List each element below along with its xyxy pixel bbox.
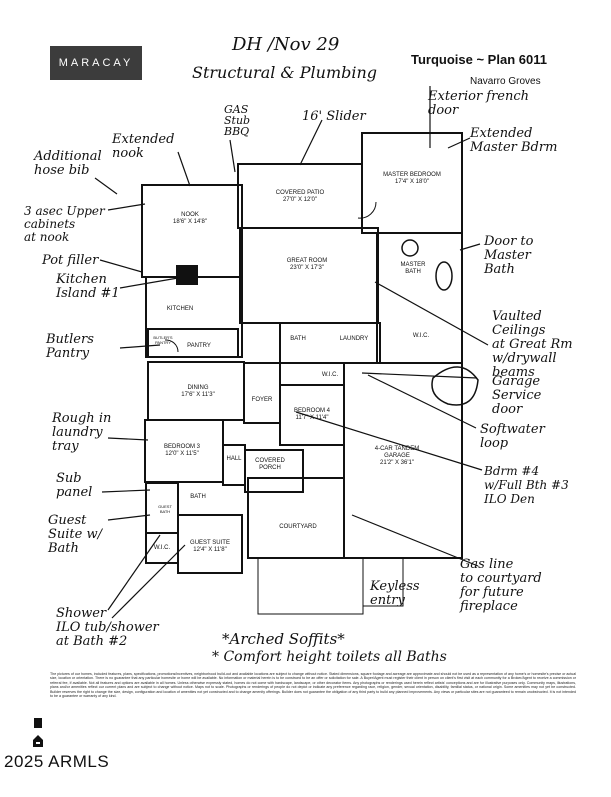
room-butlers-pantry: BUTLER'S PANTRY bbox=[153, 335, 173, 345]
room-courtyard: COURTYARD bbox=[279, 524, 317, 530]
room-great-room: GREAT ROOM 23'0" X 17'3" bbox=[286, 258, 328, 271]
room-guest-suite: GUEST SUITE 12'4" X 11'8" bbox=[190, 540, 230, 553]
room-pantry: PANTRY bbox=[187, 343, 211, 349]
maracay-logo: MARACAY bbox=[50, 46, 142, 80]
note-comfort: * Comfort height toilets all Baths bbox=[212, 649, 447, 665]
community-name: Navarro Groves bbox=[470, 76, 541, 87]
disclaimer-text: The pictures of our homes, included feat… bbox=[50, 672, 576, 699]
note-bdrm4: Bdrm #4 w/Full Bth #3 ILO Den bbox=[484, 464, 569, 506]
room-wic-bed4: W.I.C. bbox=[321, 372, 339, 378]
room-bath-guest: BATH bbox=[190, 494, 206, 500]
room-wic-guest: W.I.C. bbox=[153, 545, 171, 551]
note-guest-suite: Guest Suite w/ Bath bbox=[48, 513, 102, 556]
note-upper-cabinets: 3 asec Upper cabinets at nook bbox=[24, 204, 105, 244]
plan-title: Turquoise ~ Plan 6011 bbox=[411, 52, 547, 67]
note-slider: 16' Slider bbox=[302, 109, 366, 124]
room-wic-master: W.I.C. bbox=[412, 333, 430, 339]
note-vaulted: Vaulted Ceilings at Great Rm w/drywall b… bbox=[492, 309, 573, 380]
note-header: DH /Nov 29 bbox=[232, 34, 340, 55]
room-master-bedroom: MASTER BEDROOM 17'4" X 18'0" bbox=[383, 172, 441, 185]
equal-housing-icon bbox=[32, 718, 44, 750]
note-gas-stub: GAS Stub BBQ bbox=[224, 103, 251, 138]
room-bedroom-4: BEDROOM 4 11'7" X 11'4" bbox=[293, 408, 330, 421]
note-gas-line: Gas line to courtyard for future firepla… bbox=[460, 557, 542, 614]
room-bath-center: BATH bbox=[290, 336, 306, 342]
note-extended-master: Extended Master Bdrm bbox=[470, 126, 558, 155]
note-garage-door: Garage Service door bbox=[492, 374, 542, 417]
room-covered-porch: COVERED PORCH bbox=[255, 458, 285, 471]
note-butlers-pantry: Butlers Pantry bbox=[46, 332, 94, 361]
note-keyless: Keyless entry bbox=[370, 579, 420, 608]
note-extended-nook: Extended nook bbox=[112, 132, 175, 161]
room-master-bath: MASTER BATH bbox=[400, 262, 426, 275]
note-rough-laundry: Rough in laundry tray bbox=[52, 411, 112, 454]
room-kitchen: KITCHEN bbox=[166, 306, 194, 312]
room-foyer: FOYER bbox=[251, 397, 273, 403]
room-bedroom-3: BEDROOM 3 12'0" X 11'5" bbox=[163, 444, 200, 457]
note-shower: Shower ILO tub/shower at Bath #2 bbox=[56, 606, 159, 649]
note-sub-panel: Sub panel bbox=[56, 471, 93, 500]
note-pot-filler: Pot filler bbox=[42, 253, 99, 268]
note-kitchen-island: Kitchen Island #1 bbox=[56, 272, 120, 301]
room-guest-bath: GUEST BATH bbox=[158, 504, 172, 514]
note-hose-bib: Additional hose bib bbox=[34, 149, 102, 178]
room-dining: DINING 17'6" X 11'3" bbox=[181, 385, 215, 398]
room-laundry: LAUNDRY bbox=[339, 336, 369, 342]
room-garage: 4-CAR TANDEM GARAGE 21'2" X 36'1" bbox=[374, 446, 420, 466]
note-structural: Structural & Plumbing bbox=[192, 63, 378, 82]
note-exterior-french: Exterior french door bbox=[428, 89, 530, 118]
note-door-master-bath: Door to Master Bath bbox=[484, 234, 534, 277]
note-arched: *Arched Soffits* bbox=[222, 630, 345, 648]
room-covered-patio: COVERED PATIO 27'0" X 12'0" bbox=[275, 190, 325, 203]
copyright: 2025 ARMLS bbox=[4, 752, 110, 771]
room-nook: NOOK 18'6" X 14'8" bbox=[173, 212, 207, 225]
room-hall: HALL bbox=[226, 456, 242, 462]
note-softwater: Softwater loop bbox=[480, 422, 545, 451]
